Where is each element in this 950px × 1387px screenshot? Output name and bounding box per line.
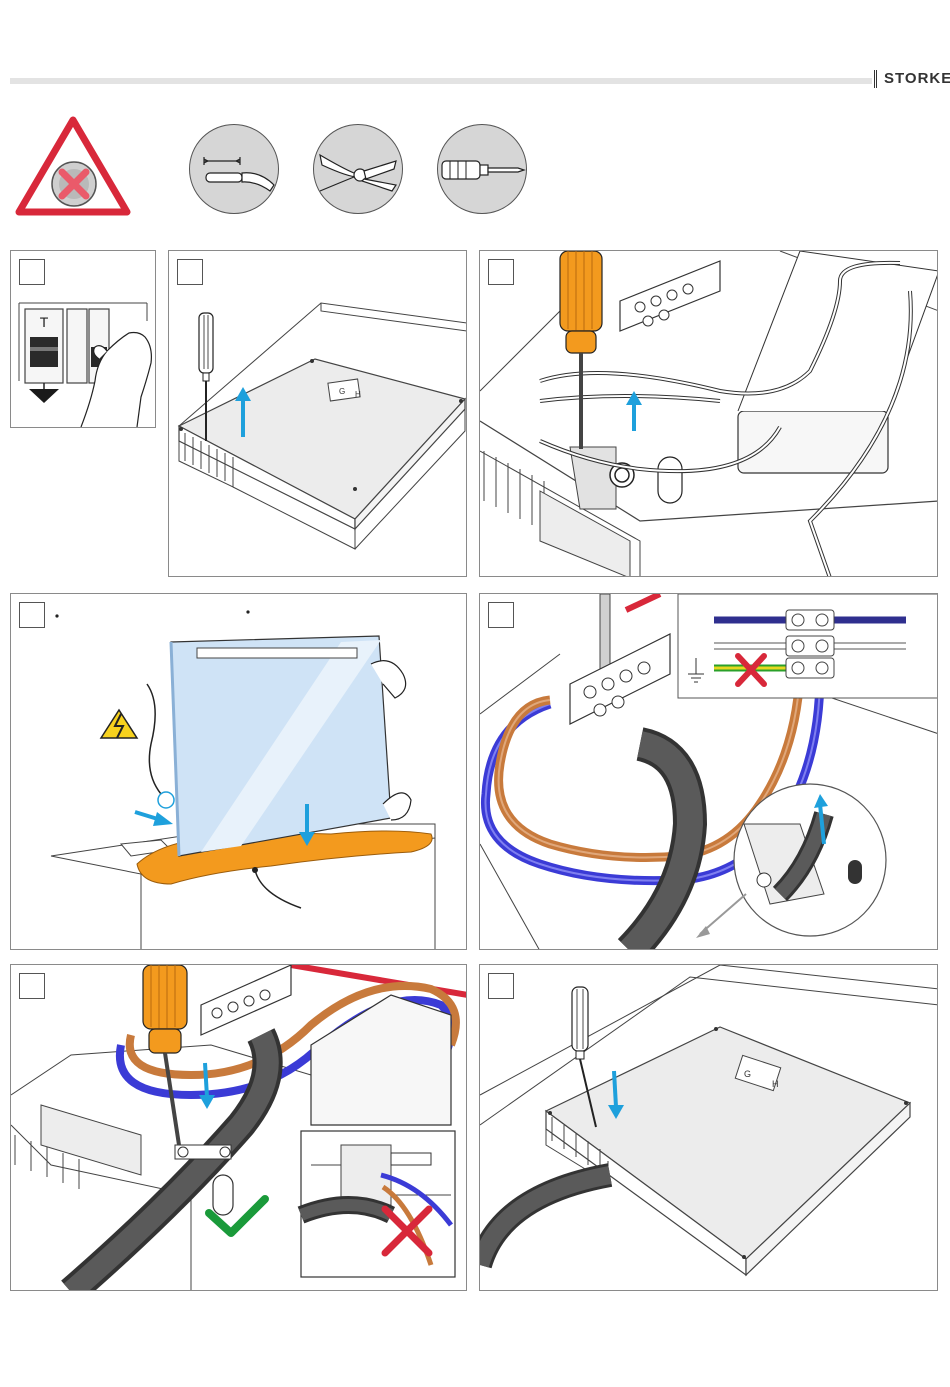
cover-label-h: H <box>772 1079 779 1089</box>
header-rule <box>10 78 872 84</box>
mount-mirror-icon <box>11 594 467 950</box>
close-cover-icon: G H <box>480 965 938 1291</box>
breaker-label: T <box>40 314 49 330</box>
cover-label-g: G <box>339 387 345 396</box>
step-4-panel <box>10 593 467 950</box>
cover-label-h: H <box>355 390 361 399</box>
step-number-box <box>19 973 45 999</box>
cover-label-g: G <box>744 1069 751 1079</box>
step-number-box <box>488 259 514 285</box>
power-off-warning-icon <box>14 116 132 218</box>
step-2-panel: G H <box>168 250 467 577</box>
step-number-box <box>488 602 514 628</box>
step-number-box <box>19 259 45 285</box>
step-7-panel: G H <box>479 964 938 1291</box>
step-1-panel: T <box>10 250 156 428</box>
unscrew-terminal-icon <box>480 251 938 577</box>
step-number-box <box>177 259 203 285</box>
pliers-icon <box>313 124 403 214</box>
step-number-box <box>488 973 514 999</box>
screwdriver-icon <box>437 124 527 214</box>
step-6-panel <box>10 964 467 1291</box>
unscrew-cover-icon: G H <box>169 251 467 577</box>
step-3-panel <box>479 250 938 577</box>
wire-stripper-measure-icon <box>189 124 279 214</box>
connect-wires-icon <box>480 594 938 950</box>
step-5-panel <box>479 593 938 950</box>
brand-logo: STORKE <box>884 70 950 87</box>
brand-mark <box>874 70 877 88</box>
clamp-cable-icon <box>11 965 467 1291</box>
step-number-box <box>19 602 45 628</box>
